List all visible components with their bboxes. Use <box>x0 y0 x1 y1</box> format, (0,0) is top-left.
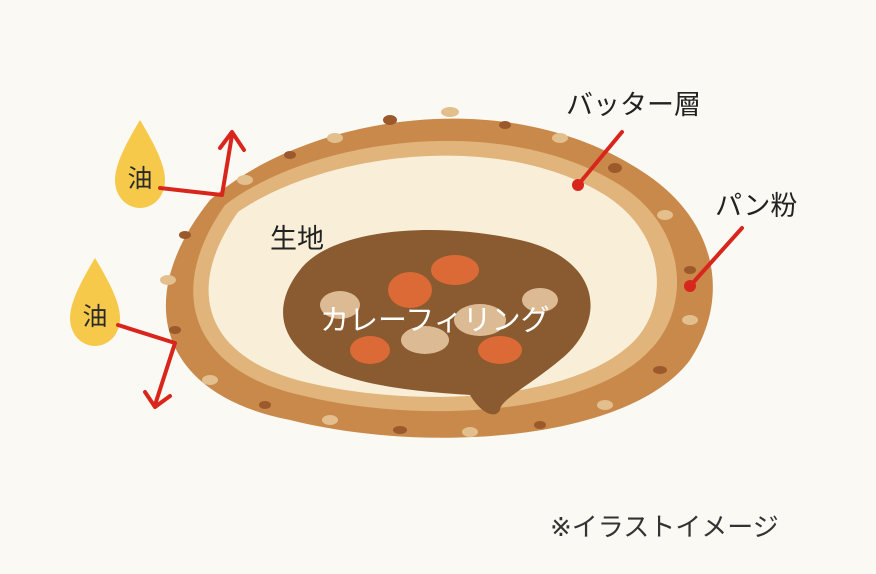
label-curry-filling: カレーフィリング <box>320 303 550 337</box>
filling-vegetables <box>320 255 558 364</box>
arrow-icon <box>116 323 177 409</box>
oil-label-top: 油 <box>127 164 152 193</box>
label-butter-layer: バッター層 <box>566 90 701 121</box>
pointer-bread-crumb <box>684 226 744 292</box>
arrow-icon <box>158 130 246 197</box>
label-bread-crumb: パン粉 <box>715 191 798 222</box>
label-dough: 生地 <box>270 224 324 255</box>
oil-drop-icon: 油 <box>70 258 120 346</box>
crumb-speckles <box>160 107 698 437</box>
pointer-butter-layer <box>572 130 624 191</box>
curry-filling-area <box>283 230 591 415</box>
oil-label-bottom: 油 <box>82 302 107 331</box>
oil-drop-icon: 油 <box>115 120 165 208</box>
illustration-note: ※イラストイメージ <box>550 513 779 543</box>
